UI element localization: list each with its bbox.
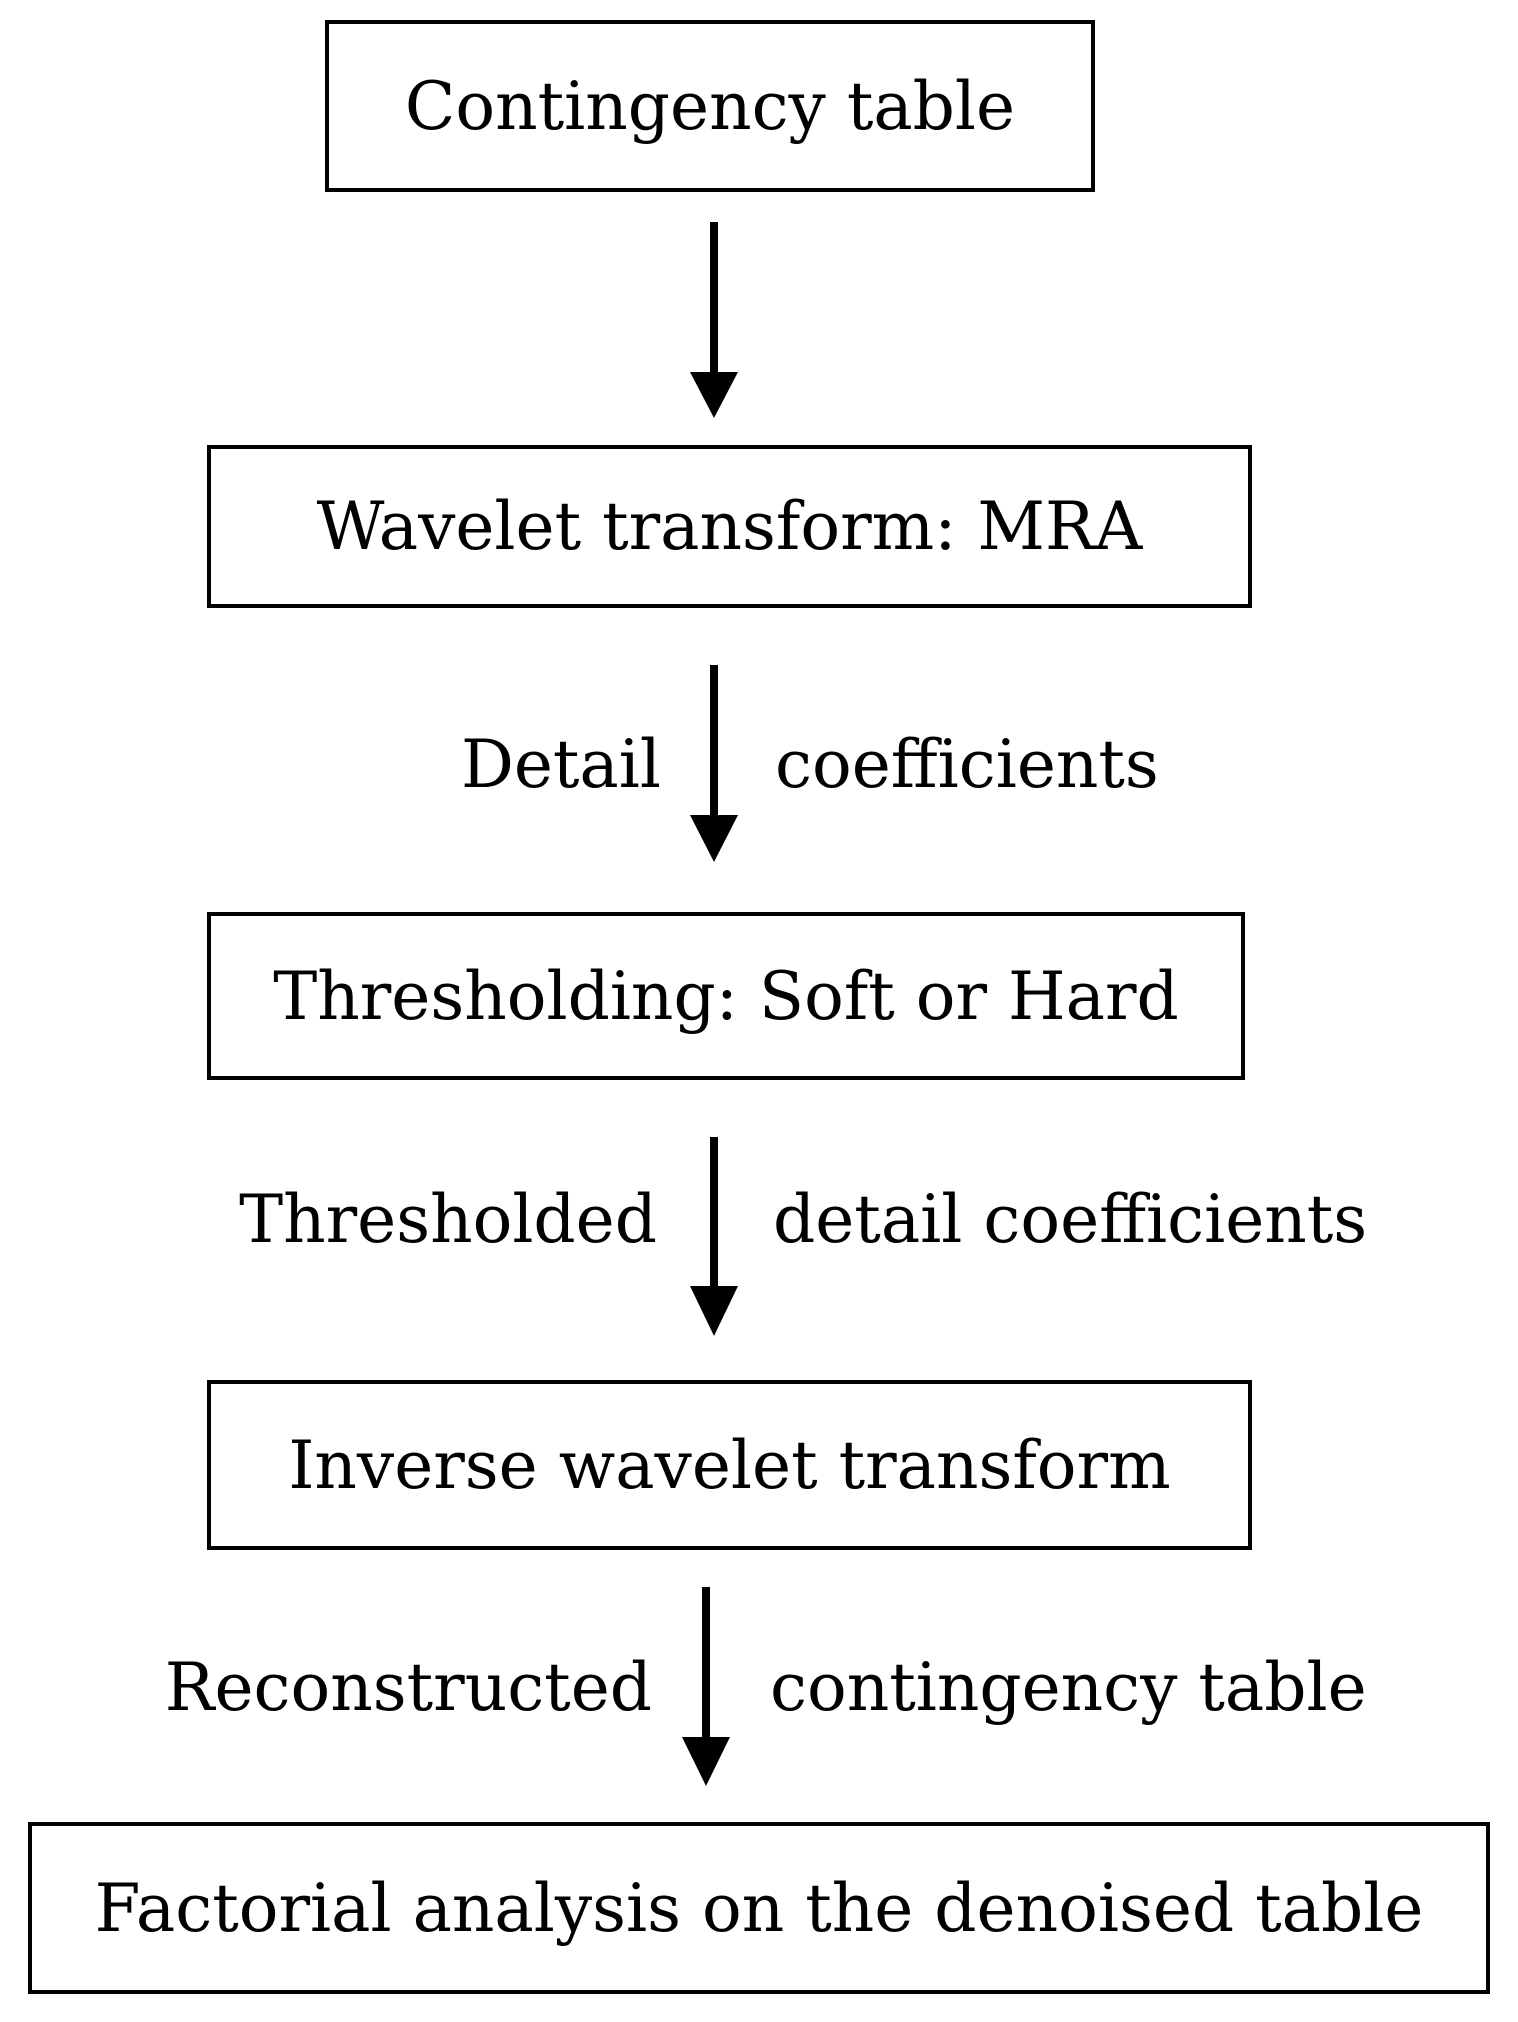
- edge-4-right-label: contingency table: [770, 1649, 1367, 1726]
- inverse-wavelet-label: Inverse wavelet transform: [288, 1426, 1171, 1504]
- edge-2-left-label: Detail: [460, 726, 661, 803]
- factorial-analysis-box: Factorial analysis on the denoised table: [28, 1822, 1490, 1994]
- edge-3-right-label: detail coefficients: [773, 1181, 1368, 1258]
- thresholding-label: Thresholding: Soft or Hard: [273, 957, 1179, 1035]
- edge-2-right-label: coefficients: [775, 726, 1159, 803]
- inverse-wavelet-box: Inverse wavelet transform: [207, 1380, 1252, 1550]
- edge-4-left-label: Reconstructed: [164, 1649, 652, 1726]
- wavelet-transform-label: Wavelet transform: MRA: [316, 488, 1143, 565]
- factorial-analysis-label: Factorial analysis on the denoised table: [94, 1869, 1424, 1947]
- edge-3-left-label: Thresholded: [239, 1181, 657, 1258]
- arrow-3: [690, 1137, 738, 1336]
- thresholding-box: Thresholding: Soft or Hard: [207, 912, 1245, 1080]
- contingency-table-label: Contingency table: [404, 67, 1016, 145]
- arrow-1: [690, 222, 738, 418]
- wavelet-transform-box: Wavelet transform: MRA: [207, 445, 1252, 608]
- contingency-table-box: Contingency table: [325, 20, 1095, 192]
- arrow-4: [682, 1587, 730, 1786]
- arrow-2: [690, 665, 738, 862]
